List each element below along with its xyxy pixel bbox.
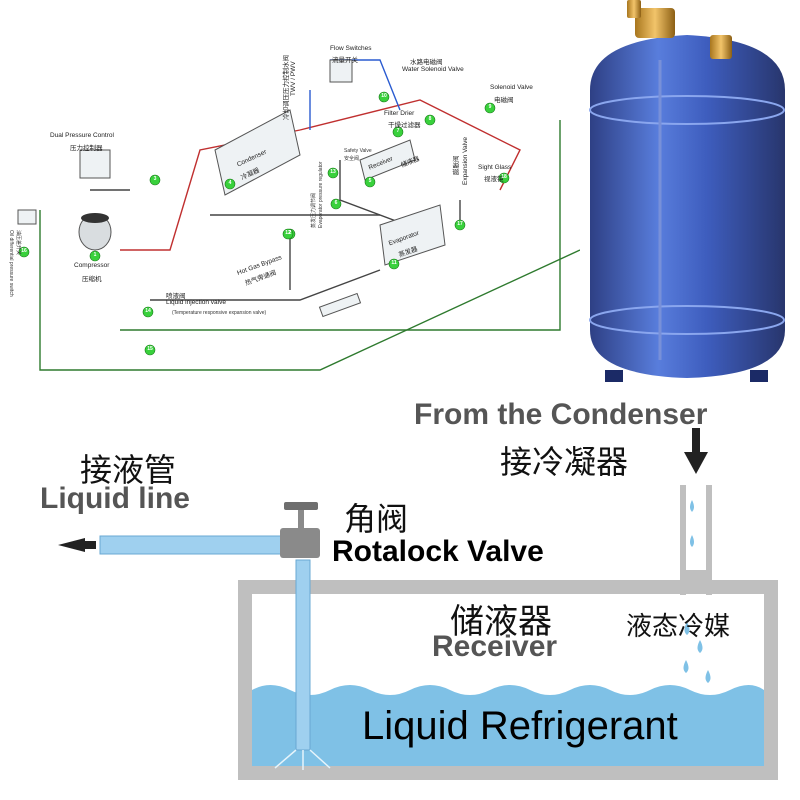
compressor-top (81, 213, 109, 223)
tank-ring (589, 305, 785, 335)
refrigeration-schematic (17, 59, 580, 371)
label-dual-pressure: Dual Pressure Control (50, 132, 114, 139)
label-solenoid-valve: Solenoid Valve (490, 84, 533, 91)
valve-handle (627, 0, 641, 18)
badge-number: 1 (93, 252, 97, 258)
inflow-swirl (274, 749, 331, 770)
label-from-condenser: From the Condenser (414, 398, 708, 431)
label-evap-regulator-cn: 蒸发压力调节阀 (311, 192, 317, 228)
badge-number: 7 (396, 128, 400, 134)
rotalock-valve-top (635, 8, 675, 38)
badge-number: 11 (391, 260, 397, 266)
badge-number: 14 (145, 308, 151, 314)
badge-number: 3 (153, 176, 157, 182)
suction-line (120, 120, 561, 331)
label-from-condenser-cn: 接冷凝器 (500, 443, 629, 481)
flow-switch-box (329, 59, 353, 83)
label-evap-regulator: Evaporator pressure regulator (318, 161, 324, 228)
label-compressor-cn: 压缩机 (82, 276, 102, 283)
badge-number: 4 (228, 180, 232, 186)
label-dual-pressure-cn: 压力控制器 (70, 145, 103, 152)
label-compressor: Compressor (74, 262, 110, 269)
label-liquid-injection-note: (Temperature responsive expansion valve) (172, 310, 267, 316)
label-solenoid-valve-cn: 电磁阀 (494, 97, 514, 104)
tank-foot (605, 370, 623, 382)
label-expansion-valve: Expansion Valve (462, 137, 469, 185)
badge-number: 16 (21, 248, 27, 254)
receiver-tank-illustration (589, 0, 785, 382)
label-rotalock-valve: Rotalock Valve (332, 535, 544, 568)
liquid-line-red (299, 99, 521, 191)
badge-number: 17 (457, 221, 463, 227)
receiver-cross-section (58, 428, 778, 780)
oil-switch-box (17, 209, 37, 225)
inlet-pipe-wall (706, 485, 712, 595)
inlet-pipe-wall (680, 485, 686, 595)
valve-stem (298, 508, 304, 530)
label-sight-glass: Sight Glass (478, 164, 512, 171)
tank-ring (589, 95, 785, 125)
badge-number: 2 (288, 230, 292, 236)
outlet-arrow-stem (82, 541, 96, 549)
badge-number: 13 (330, 169, 336, 175)
liquid-line-pipe (99, 535, 291, 555)
label-liquid-line: Liquid line (40, 482, 190, 515)
label-liquid-refrigerant: Liquid Refrigerant (362, 704, 678, 748)
badge-number: 18 (501, 174, 507, 180)
label-liquid-line-cn: 接液管 (80, 451, 177, 489)
outlet-arrow (58, 538, 85, 552)
label-water-solenoid-cn: 水路电磁阀 (410, 59, 443, 66)
label-liquid-injection: Liquid injection valve (166, 299, 226, 306)
valve-body (280, 528, 320, 558)
inlet-arrow (684, 452, 708, 474)
badge-number: 15 (147, 346, 153, 352)
tank-foot (750, 370, 768, 382)
filter-body (318, 292, 362, 318)
condenser-box (214, 109, 301, 196)
label-expansion-valve-cn: 膨胀阀 (453, 155, 460, 176)
evaporator-box (379, 204, 446, 266)
label-water-solenoid: Water Solenoid Valve (402, 66, 464, 73)
return-line (39, 210, 580, 371)
label-liquid-refrigerant-cn: 液态冷媒 (626, 612, 731, 642)
badge-number: 6 (334, 200, 338, 206)
pressure-control-box (79, 149, 111, 179)
label-safety-valve: Safety Valve (344, 148, 372, 154)
badge-number: 12 (285, 230, 291, 236)
label-liquid-injection-cn: 喷液阀 (166, 293, 186, 300)
label-filter-drier: Filter Drier (384, 110, 415, 117)
component-number-badges (18, 91, 510, 356)
label-filter-drier-cn: 干燥过滤器 (388, 122, 421, 129)
label-safety-valve-cn: 安全阀 (344, 156, 360, 162)
inlet-arrow-stem (692, 428, 700, 454)
badge-number: 5 (368, 178, 372, 184)
label-valve-cn: 角阀 (344, 500, 409, 538)
label-twv: TWV / PWV (290, 61, 297, 96)
liquid-refrigerant (252, 685, 764, 766)
label-receiver-cn: 储液器 (450, 602, 552, 642)
badge-number: 10 (381, 93, 387, 99)
badge-number: 9 (488, 104, 492, 110)
tank-body (590, 35, 785, 378)
receiver-box (359, 139, 416, 181)
inlet-fitting (710, 35, 732, 59)
label-oil-switch: Oil differential pressure switch (8, 230, 14, 297)
label-flow-switches-cn: 流量开关 (332, 57, 358, 64)
pipe (150, 269, 381, 301)
label-twv-cn: 冷却调压压力控制水阀 (283, 55, 290, 120)
badge-number: 8 (428, 116, 432, 122)
label-sight-glass-cn: 视液镜 (484, 176, 504, 183)
label-flow-switches: Flow Switches (330, 45, 372, 52)
valve-handle (284, 502, 318, 510)
dip-tube (295, 559, 311, 751)
label-receiver: Receiver (432, 630, 558, 663)
refrigerant-droplets (683, 500, 711, 683)
pipe (339, 160, 421, 231)
